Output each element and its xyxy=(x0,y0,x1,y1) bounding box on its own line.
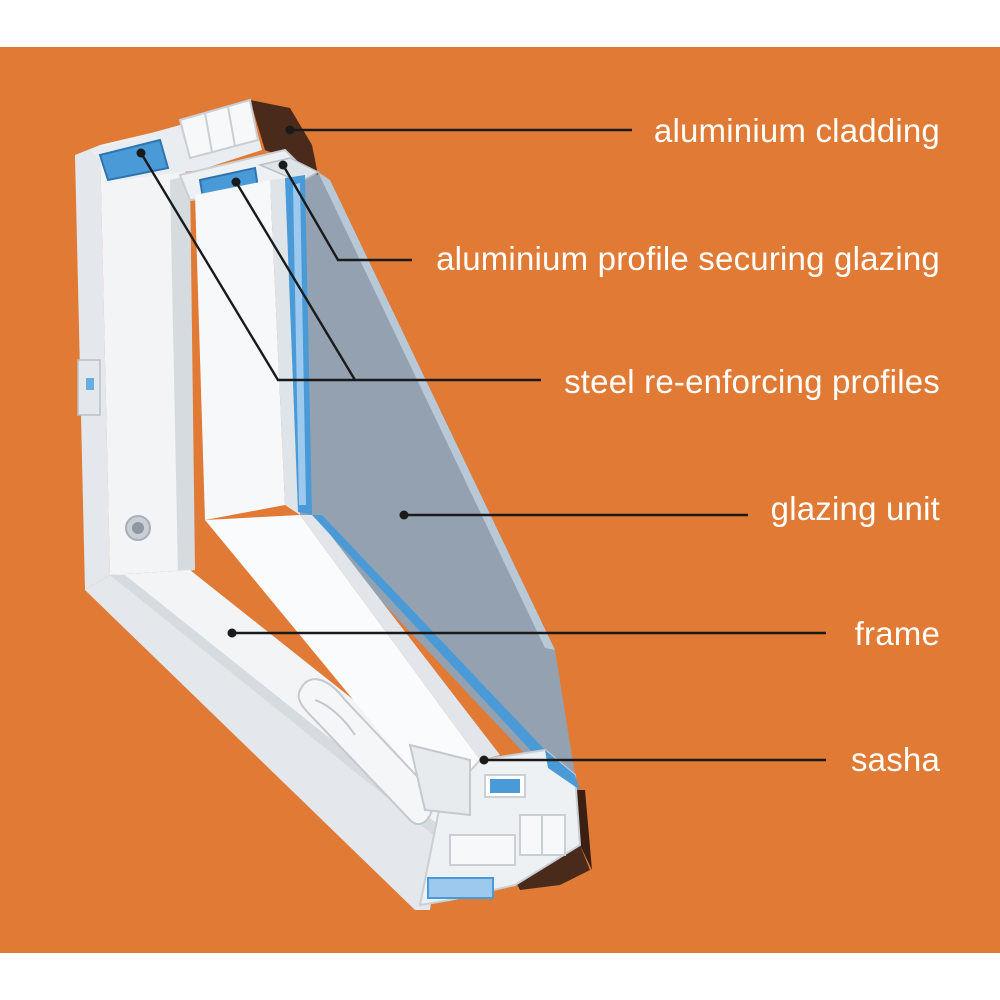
bottom-steel-profile-1 xyxy=(490,779,520,793)
leader-steel-profile-2 xyxy=(234,181,357,381)
dot-steel-profile-2 xyxy=(231,177,241,187)
leader-dots xyxy=(136,125,489,765)
sash-blue-strip-inner xyxy=(293,183,306,505)
sash-bottom-blue-strip xyxy=(312,515,545,755)
label-glazing-unit: glazing unit xyxy=(771,490,940,527)
sash-vertical-face xyxy=(195,180,285,520)
sash-bottom-shade xyxy=(300,515,500,760)
label-sasha: sasha xyxy=(851,741,941,778)
dot-glazing-unit xyxy=(399,510,409,520)
frame-left-inner-shade xyxy=(170,175,195,573)
dot-sasha xyxy=(479,755,489,765)
bottom-chamber-3 xyxy=(449,834,516,866)
frame-left-face xyxy=(100,125,190,575)
label-steel-re-enforcing-profiles: steel re-enforcing profiles xyxy=(564,363,940,400)
label-aluminium-cladding: aluminium cladding xyxy=(654,112,940,149)
dot-steel-profile-1 xyxy=(136,148,146,158)
bottom-steel-profile-2 xyxy=(427,877,494,899)
leader-lines xyxy=(139,128,826,762)
leader-steel-profile-1 xyxy=(139,152,541,382)
window-handle-icon xyxy=(297,678,471,825)
hinge-clip-detail xyxy=(86,378,94,390)
glazing-unit-glass xyxy=(290,160,575,775)
dot-aluminium-profile xyxy=(278,160,288,170)
leader-aluminium-profile xyxy=(281,164,412,262)
frame-top-chambers xyxy=(178,98,260,160)
frame-top-divider-2 xyxy=(227,106,236,147)
labels: aluminium cladding aluminium profile sec… xyxy=(436,112,940,778)
dot-aluminium-cladding xyxy=(285,125,295,135)
aluminium-cladding-bottom xyxy=(510,845,590,890)
window-illustration xyxy=(75,98,592,910)
frame-drain-hole-inner xyxy=(132,522,144,534)
glass-edge xyxy=(318,172,555,650)
frame-bottom-shade xyxy=(110,575,445,840)
frame-top-divider xyxy=(204,112,213,153)
aluminium-cladding-top xyxy=(250,100,318,175)
sash-bottom-face xyxy=(205,515,480,805)
label-aluminium-profile-securing-glazing: aluminium profile securing glazing xyxy=(436,240,940,277)
frame-bottom-outer xyxy=(85,575,440,910)
dot-frame xyxy=(227,628,237,638)
label-frame: frame xyxy=(855,615,940,652)
